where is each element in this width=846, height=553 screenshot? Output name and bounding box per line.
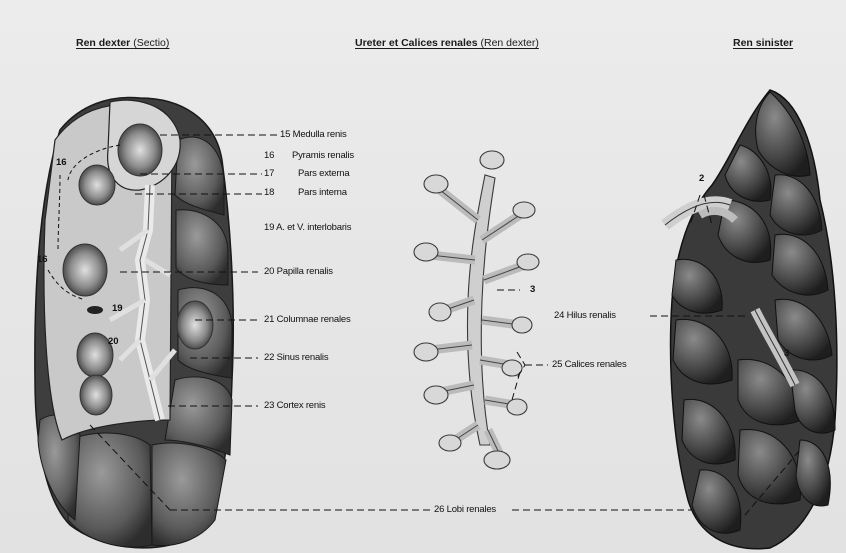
- label-lobi-renales: 26 Lobi renales: [434, 504, 496, 515]
- label-sinus-renalis: 22 Sinus renalis: [264, 352, 328, 363]
- label-cortex-renis: 23 Cortex renis: [264, 400, 325, 411]
- label-18: 18: [264, 187, 274, 198]
- label-calices-renales: 25 Calices renales: [552, 359, 627, 370]
- label-pars-externa: Pars externa: [298, 168, 349, 179]
- label-hilus-renalis: 24 Hilus renalis: [554, 310, 616, 321]
- label-papilla-renalis: 20 Papilla renalis: [264, 266, 333, 277]
- num-19: 19: [112, 303, 123, 314]
- num-2: 2: [699, 173, 704, 184]
- label-pyramis-renalis: Pyramis renalis: [292, 150, 354, 161]
- num-3-right: 3: [784, 348, 789, 359]
- ureter-calices-drawing: [414, 151, 539, 469]
- label-16: 16: [264, 150, 274, 161]
- label-17: 17: [264, 168, 274, 179]
- num-3-center: 3: [530, 284, 535, 295]
- num-20: 20: [108, 336, 119, 347]
- label-a-et-v-interlobaris: 19 A. et V. interlobaris: [264, 222, 351, 233]
- label-columnae-renales: 21 Columnae renales: [264, 314, 351, 325]
- num-16-top: 16: [56, 157, 67, 168]
- label-pars-interna: Pars interna: [298, 187, 347, 198]
- right-kidney-exterior: [665, 90, 837, 549]
- num-16-mid: 16: [37, 254, 48, 265]
- label-medulla-renis: 15 Medulla renis: [280, 129, 347, 140]
